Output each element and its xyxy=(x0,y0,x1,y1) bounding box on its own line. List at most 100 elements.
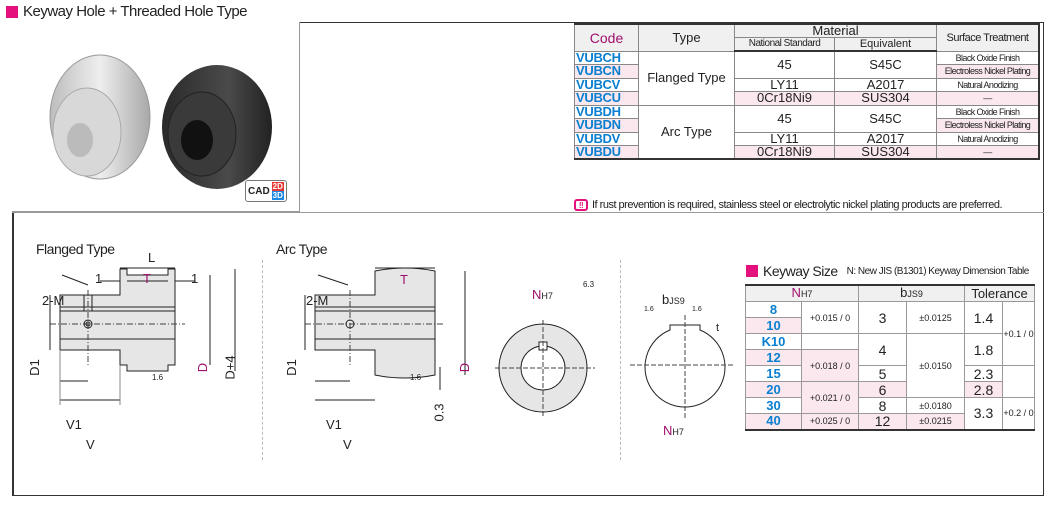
header-material: Material xyxy=(734,23,937,38)
section-marker-icon xyxy=(746,265,758,277)
section-marker-icon xyxy=(6,5,18,18)
rust-note: !! If rust prevention is required, stain… xyxy=(574,199,1003,211)
shaft-roughness-left: 1.6 xyxy=(644,306,654,313)
hole-H7: H7 xyxy=(541,291,553,301)
t-cell: 1.4 xyxy=(964,301,1003,334)
section-title-text: Keyway Hole + Threaded Hole Type xyxy=(23,3,248,20)
dim-D: D xyxy=(457,362,473,373)
surface-cell: — xyxy=(936,145,1040,160)
header-code: Code xyxy=(574,23,639,52)
dim-D1: D1 xyxy=(283,359,299,376)
b-cell: 8 xyxy=(858,397,907,414)
n-cell: 10 xyxy=(745,317,802,334)
n-cell: 12 xyxy=(745,349,802,366)
code-cell[interactable]: VUBCH xyxy=(574,50,639,65)
arc-type-title: Arc Type xyxy=(276,241,328,257)
equivalent-cell: S45C xyxy=(834,50,937,79)
keyway-title-text: Keyway Size xyxy=(763,263,838,279)
national-cell: 45 xyxy=(734,50,835,79)
dim-2M: 2-M xyxy=(42,293,65,308)
header-national: National Standard xyxy=(734,37,835,52)
keyway-table: NH7 bJS9 Tolerance 8 +0.015 / 0 3 ±0.012… xyxy=(745,284,1035,431)
type-cell: Arc Type xyxy=(638,104,735,160)
keyway-subtitle: N: New JIS (B1301) Keyway Dimension Tabl… xyxy=(846,265,1030,277)
header-equivalent: Equivalent xyxy=(834,37,937,52)
hole-end-view xyxy=(495,320,595,416)
dim-V: V xyxy=(343,437,352,452)
t-cell: 1.8 xyxy=(964,333,1003,366)
cad-2d: 2D xyxy=(271,182,284,191)
hole-N-label: NH7 xyxy=(532,287,553,302)
shaft-roughness-right: 1.6 xyxy=(692,306,702,313)
equivalent-cell: SUS304 xyxy=(834,91,937,106)
warning-icon: !! xyxy=(574,199,588,211)
code-cell[interactable]: VUBDN xyxy=(574,118,639,133)
equivalent-cell: SUS304 xyxy=(834,145,937,160)
note-text: If rust prevention is required, stainles… xyxy=(592,199,1003,211)
shaft-t: t xyxy=(716,322,720,334)
shaft-N: N xyxy=(663,423,673,438)
m-leader xyxy=(61,274,89,286)
n-cell: 15 xyxy=(745,365,802,382)
dim-D-plus-4: D+4 xyxy=(222,355,238,380)
code-cell[interactable]: VUBCN xyxy=(574,64,639,79)
t-cell: 2.3 xyxy=(964,365,1003,382)
table-row: VUBDU 0Cr18Ni9 SUS304 — xyxy=(574,145,1040,160)
n-cell: 8 xyxy=(745,301,802,318)
b-cell: 6 xyxy=(858,381,907,398)
content-frame xyxy=(12,22,1044,496)
section-divider xyxy=(12,212,1044,213)
material-table: Code Type Material Surface Treatment Nat… xyxy=(574,23,1040,160)
dim-flange-right: 1 xyxy=(191,271,199,286)
b-cell: 5 xyxy=(858,365,907,382)
header-N: NH7 xyxy=(745,284,859,302)
keyway-title: Keyway Size N: New JIS (B1301) Keyway Di… xyxy=(746,263,1029,279)
t-tol-cell: +0.2 / 0 xyxy=(1002,397,1035,430)
shaft-b-label: bJS9 xyxy=(662,292,685,307)
dim-V: V xyxy=(86,437,95,452)
code-cell[interactable]: VUBCU xyxy=(574,91,639,106)
header-surface: Surface Treatment xyxy=(936,23,1040,52)
header-type: Type xyxy=(638,23,735,52)
code-cell[interactable]: VUBCV xyxy=(574,77,639,92)
hole-roughness: 6.3 xyxy=(583,280,595,289)
national-cell: LY11 xyxy=(734,131,835,146)
flanged-type-title: Flanged Type xyxy=(36,241,115,257)
silver-pulley-image xyxy=(49,54,151,180)
t-tol-cell: +0.1 / 0 xyxy=(1002,301,1035,366)
dim-D1: D1 xyxy=(26,359,42,376)
surface-cell: Black Oxide Finish xyxy=(936,104,1040,119)
dim-2M: 2-M xyxy=(306,293,329,308)
n-cell: 20 xyxy=(745,381,802,398)
roughness-mark: 1.6 xyxy=(410,373,422,382)
header-tolerance: Tolerance xyxy=(964,284,1035,302)
arc-type-drawing xyxy=(304,267,466,401)
code-cell[interactable]: VUBDU xyxy=(574,145,639,160)
cad-3d: 3D xyxy=(271,191,284,200)
flanged-type-drawing xyxy=(49,267,236,405)
n-cell: 30 xyxy=(745,397,802,414)
b-tol-cell: ±0.0150 xyxy=(906,333,965,398)
n-tol-cell: +0.018 / 0 xyxy=(801,349,859,382)
surface-cell: Natural Anodizing xyxy=(936,77,1040,92)
arc-body xyxy=(314,267,436,379)
t-cell: 3.3 xyxy=(964,397,1003,430)
section-separator-2 xyxy=(620,260,621,460)
dim-D: D xyxy=(195,362,211,373)
dim-V1: V1 xyxy=(66,417,82,432)
b-tol-cell: ±0.0180 xyxy=(906,397,965,414)
flanged-body xyxy=(59,268,176,372)
n-tol-cell: +0.025 / 0 xyxy=(801,413,859,430)
national-cell: 0Cr18Ni9 xyxy=(734,91,835,106)
surface-cell: Black Oxide Finish xyxy=(936,50,1040,65)
cad-label: CAD xyxy=(248,185,270,197)
dim-V1: V1 xyxy=(326,417,342,432)
dim-0-3: 0.3 xyxy=(431,403,447,422)
section-separator xyxy=(262,260,263,460)
equivalent-cell: A2017 xyxy=(834,131,937,146)
national-cell: 0Cr18Ni9 xyxy=(734,145,835,160)
dim-L: L xyxy=(148,250,156,265)
surface-cell: Electroless Nickel Plating xyxy=(936,118,1040,133)
dim-flange-left: 1 xyxy=(95,271,103,286)
